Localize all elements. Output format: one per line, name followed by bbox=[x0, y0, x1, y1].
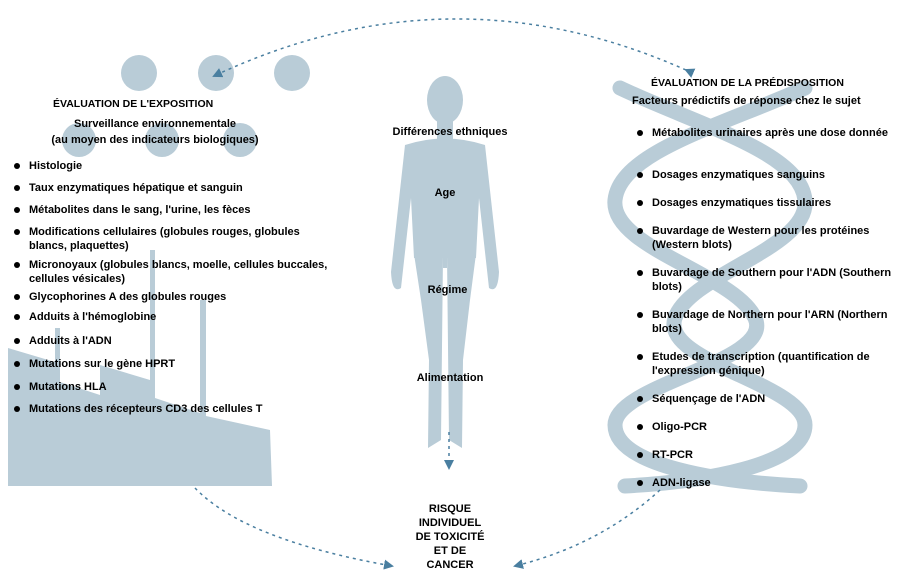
exposure-item: Glycophorines A des globules rouges bbox=[13, 291, 339, 305]
factor-alimentation: Alimentation bbox=[416, 372, 484, 384]
risk-line: CANCER bbox=[426, 559, 474, 571]
risk-line: ET DE bbox=[433, 545, 467, 557]
predisposition-title: ÉVALUATION DE LA PRÉDISPOSITION bbox=[651, 77, 844, 89]
predisposition-item: Séquençage de l'ADN bbox=[636, 393, 900, 407]
exposure-item: Modifications cellulaires (globules roug… bbox=[13, 226, 339, 253]
exposure-subtitle-line2: (au moyen des indicateurs biologiques) bbox=[51, 134, 259, 146]
cycle-arrows bbox=[194, 18, 696, 570]
predisposition-item: Buvardage de Western pour les protéines … bbox=[636, 225, 900, 252]
predisposition-subtitle: Facteurs prédictifs de réponse chez le s… bbox=[632, 95, 861, 107]
predisposition-item: Dosages enzymatiques sanguins bbox=[636, 169, 900, 183]
dna-helix bbox=[607, 80, 813, 494]
factor-ethnic: Différences ethniques bbox=[392, 126, 508, 138]
predisposition-item: Oligo-PCR bbox=[636, 421, 900, 435]
exposure-item: Histologie bbox=[13, 160, 339, 174]
exposure-item: Métabolites dans le sang, l'urine, les f… bbox=[13, 204, 339, 218]
factor-regime: Régime bbox=[427, 284, 468, 296]
exposure-title: ÉVALUATION DE L'EXPOSITION bbox=[53, 98, 214, 110]
predisposition-item: Buvardage de Northern pour l'ARN (Northe… bbox=[636, 309, 900, 336]
exposure-item: Adduits à l'hémoglobine bbox=[13, 311, 339, 325]
exposure-item: Adduits à l'ADN bbox=[13, 335, 339, 349]
factor-age: Age bbox=[434, 187, 456, 199]
human-silhouette bbox=[391, 76, 499, 448]
exposure-item: Mutations sur le gène HPRT bbox=[13, 358, 339, 372]
predisposition-item: ADN-ligase bbox=[636, 477, 900, 491]
exposure-item: Mutations HLA bbox=[13, 381, 339, 395]
exposure-item: Taux enzymatiques hépatique et sanguin bbox=[13, 182, 339, 196]
exposure-item: Mutations des récepteurs CD3 des cellule… bbox=[13, 403, 339, 417]
factory-illustration bbox=[8, 250, 272, 486]
predisposition-item: RT-PCR bbox=[636, 449, 900, 463]
predisposition-item: Métabolites urinaires après une dose don… bbox=[636, 127, 900, 141]
predisposition-item: Etudes de transcription (quantification … bbox=[636, 351, 900, 378]
predisposition-item: Buvardage de Southern pour l'ADN (Southe… bbox=[636, 267, 900, 294]
predisposition-item: Dosages enzymatiques tissulaires bbox=[636, 197, 900, 211]
risk-line: DE TOXICITÉ bbox=[415, 531, 485, 543]
exposure-subtitle-line1: Surveillance environnementale bbox=[73, 118, 236, 130]
exposure-item: Micronoyaux (globules blancs, moelle, ce… bbox=[13, 259, 339, 286]
risk-line: INDIVIDUEL bbox=[418, 517, 482, 529]
risk-line: RISQUE bbox=[428, 503, 472, 515]
